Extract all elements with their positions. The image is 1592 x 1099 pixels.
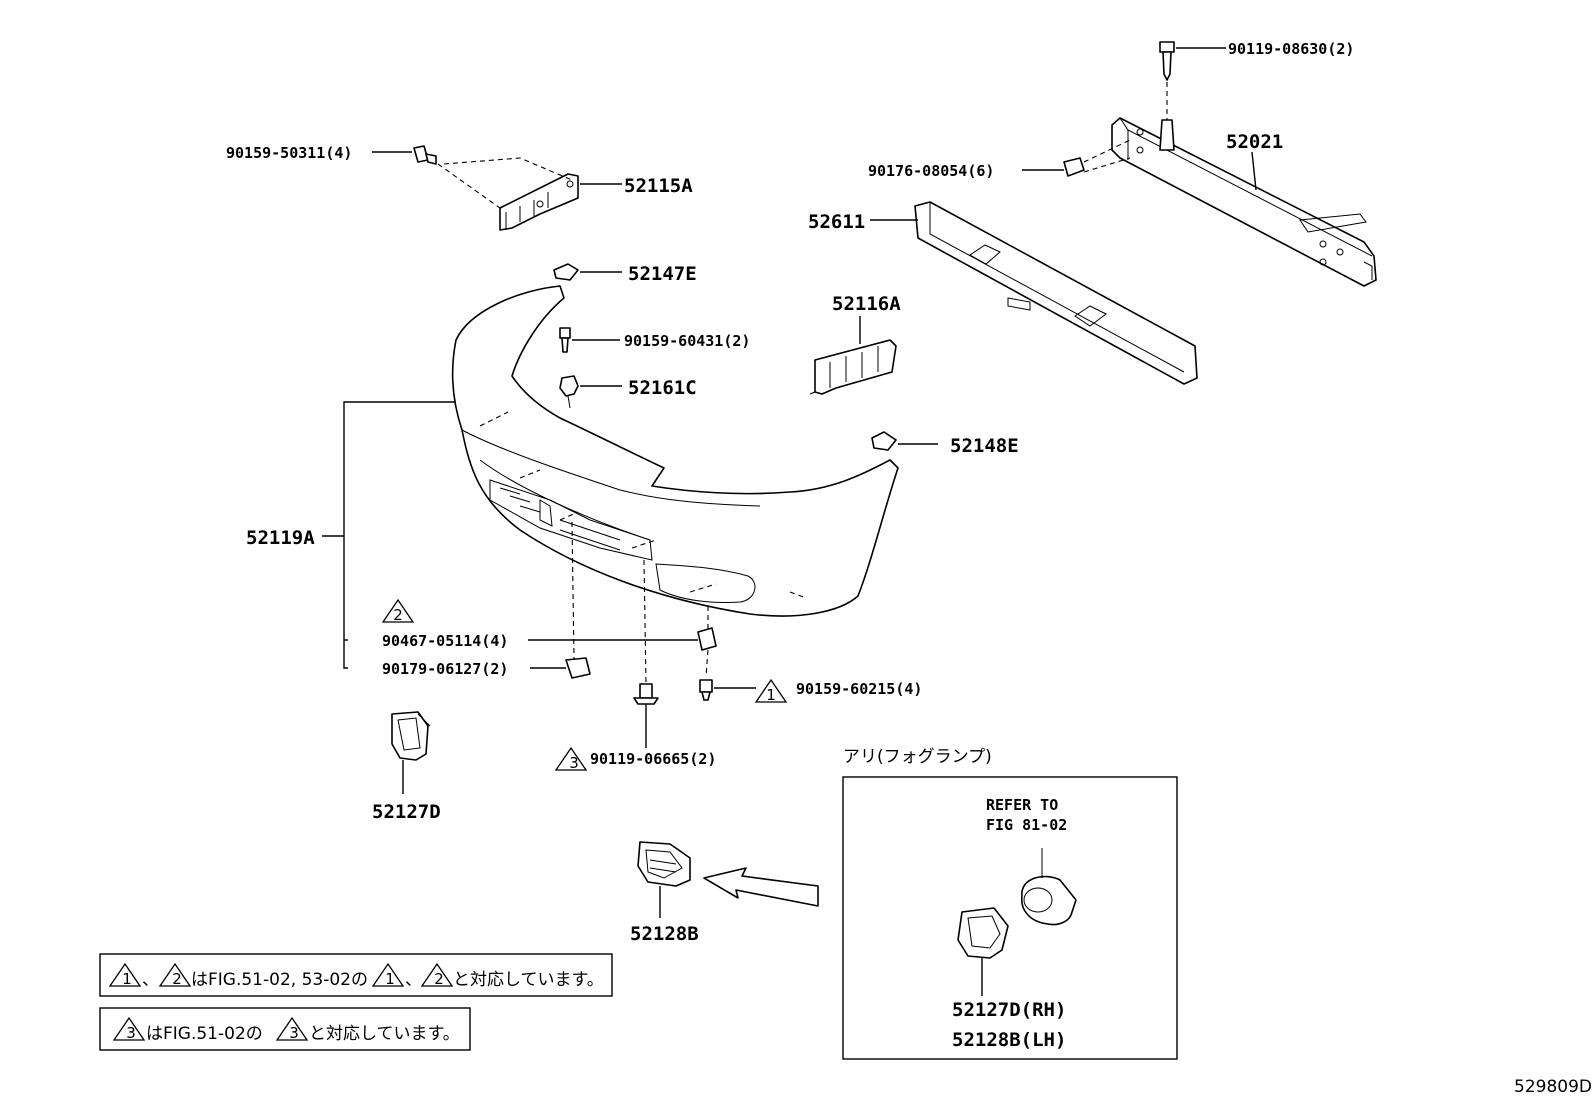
triangle-2-number: 2 [393,606,403,624]
fog-lamp-option-box [842,776,1178,1060]
label-90159-60215: 90159-60215(4) [796,680,922,698]
label-90179-06127: 90179-06127(2) [382,660,508,678]
label-52116A: 52116A [832,293,901,315]
note1-triangle-1: 1 [108,962,142,988]
note1-triangle-4: 2 [420,962,454,988]
bumper-reinforcement-52021 [1111,117,1377,287]
note2-triangle-1-number: 3 [126,1024,136,1042]
nut-90179-06127 [530,521,591,679]
label-52148E: 52148E [950,435,1019,457]
screw-90159-60215 [699,649,756,701]
label-52128B: 52128B [630,923,699,945]
clip-90159-50311 [372,145,437,165]
triangle-1-number: 1 [766,686,776,704]
label-52147E: 52147E [628,263,697,285]
note-box-2 [99,1007,471,1051]
label-52127D: 52127D [372,801,441,823]
fog-option-title: アリ(フォグランプ) [843,747,992,767]
note2-triangle-2-number: 3 [289,1024,299,1042]
nut-90467-05114 [528,606,717,651]
screw-90159-60431 [559,327,620,353]
triangle-3-number: 3 [569,754,579,772]
note1-separator-2: 、 [405,970,422,990]
figure-id: 529809D [1514,1077,1592,1097]
label-52115A: 52115A [624,175,693,197]
label-90467-05114: 90467-05114(4) [382,632,508,650]
note1-triangle-2-number: 2 [172,970,182,988]
note1-triangle-4-number: 2 [434,970,444,988]
cover-bracket-lines [322,401,456,669]
note2-end: と対応しています。 [309,1024,460,1044]
label-52161C: 52161C [628,377,697,399]
leader-52021 [1251,151,1257,191]
bumper-absorber-52611 [870,201,1198,385]
note1-triangle-3: 1 [371,962,405,988]
label-52021: 52021 [1226,131,1283,153]
label-90119-06665: 90119-06665(2) [590,750,716,768]
note1-triangle-2: 2 [158,962,192,988]
clip-90119-06665 [633,559,659,748]
arrow-icon [703,867,819,907]
note1-triangle-3-number: 1 [385,970,395,988]
bracket-52116A [809,339,897,395]
cover-52127D [391,711,431,794]
retainer-52148E [871,431,938,451]
label-52119A: 52119A [246,527,315,549]
bolt-90119-08630 [1159,41,1226,151]
label-90159-50311: 90159-50311(4) [226,144,352,162]
note1-separator: 、 [142,970,159,990]
refer-to-line-1: REFER TO [986,796,1058,814]
label-90119-08630: 90119-08630(2) [1228,40,1354,58]
nut-90176-08054 [1022,139,1131,177]
bracket-52115A [437,157,622,231]
note-box-1 [99,953,613,997]
note1-triangle-1-number: 1 [122,970,132,988]
note2-triangle-2: 3 [275,1016,309,1042]
label-52127D-RH: 52127D(RH) [952,999,1066,1021]
bumper-cover-52119A [451,285,899,617]
label-52611: 52611 [808,211,865,233]
clip-52161C [559,375,622,409]
note2-triangle-1: 3 [112,1016,146,1042]
triangle-2-marker: 2 [381,598,415,624]
refer-to-line-2: FIG 81-02 [986,816,1067,834]
note1-end: と対応しています。 [453,970,604,990]
triangle-3-marker: 3 [554,746,588,772]
retainer-52147E [553,263,622,281]
label-90159-60431: 90159-60431(2) [624,332,750,350]
label-52128B-LH: 52128B(LH) [952,1029,1066,1051]
note2-middle: はFIG.51-02の [146,1024,263,1044]
label-90176-08054: 90176-08054(6) [868,162,994,180]
note1-middle: はFIG.51-02, 53-02の [191,970,368,990]
cover-52128B [637,841,691,918]
triangle-1-marker: 1 [754,678,788,704]
